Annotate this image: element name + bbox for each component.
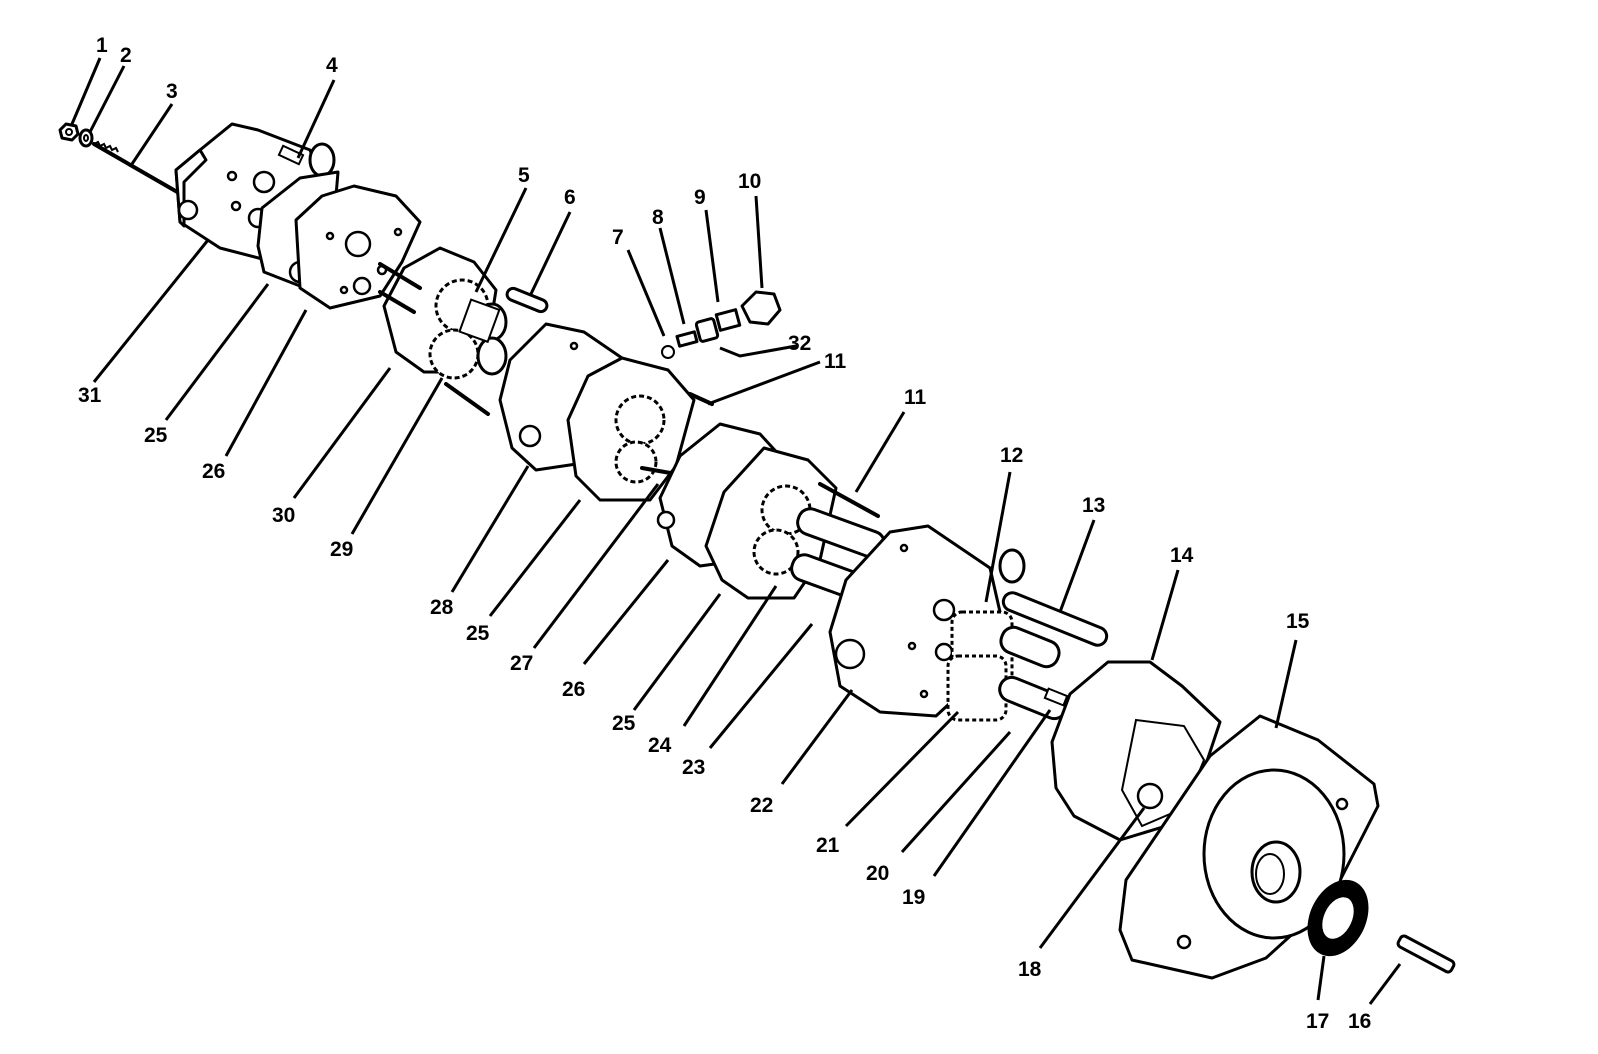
callout-9: 9 [694,186,706,209]
part-shaft-13 [1001,591,1109,647]
callout-7: 7 [612,226,624,249]
callout-29: 29 [330,538,353,561]
callout-3: 3 [166,80,178,103]
part-key [1396,934,1456,974]
callout-15: 15 [1286,610,1310,633]
part-seal [1307,879,1369,957]
callout-labels: 1 2 3 4 5 6 7 8 9 10 32 11 11 12 13 14 1… [78,34,1371,1033]
part-gear-housing-upper [294,184,422,310]
part-nut [58,122,80,142]
callout-26b: 26 [562,678,585,701]
callout-17: 17 [1306,1010,1329,1033]
part-main-gear-pair [946,610,1069,722]
callout-22: 22 [750,794,773,817]
part-middle-gear-plate [566,356,714,502]
part-relief-valve [661,290,782,359]
callout-23: 23 [682,756,705,779]
callout-25b: 25 [466,622,490,645]
callout-20: 20 [866,862,889,885]
callout-19: 19 [902,886,925,909]
callout-24: 24 [648,734,672,757]
callout-12: 12 [1000,444,1023,467]
callout-25c: 25 [612,712,636,735]
callout-13: 13 [1082,494,1105,517]
leader-lines [70,57,1402,1005]
callout-11a: 11 [824,350,847,373]
callout-32: 32 [788,332,811,355]
callout-5: 5 [518,164,530,187]
callout-31: 31 [78,384,102,407]
callout-18: 18 [1018,958,1042,981]
part-gear-upper-pair [428,278,508,380]
callout-25a: 25 [144,424,168,447]
callout-21: 21 [816,834,840,857]
part-dowel-pin-6 [505,286,549,314]
callout-14: 14 [1170,544,1194,567]
callout-16: 16 [1348,1010,1371,1033]
callout-11b: 11 [904,386,927,409]
callout-30: 30 [272,504,295,527]
part-shaft-small [444,382,490,416]
callout-10: 10 [738,170,761,193]
callout-27: 27 [510,652,533,675]
callout-26a: 26 [202,460,225,483]
callout-2: 2 [120,44,132,67]
callout-28: 28 [430,596,454,619]
callout-1: 1 [96,34,108,57]
callout-4: 4 [326,54,338,77]
part-washer [78,128,94,148]
callout-8: 8 [652,206,664,229]
callout-6: 6 [564,186,576,209]
